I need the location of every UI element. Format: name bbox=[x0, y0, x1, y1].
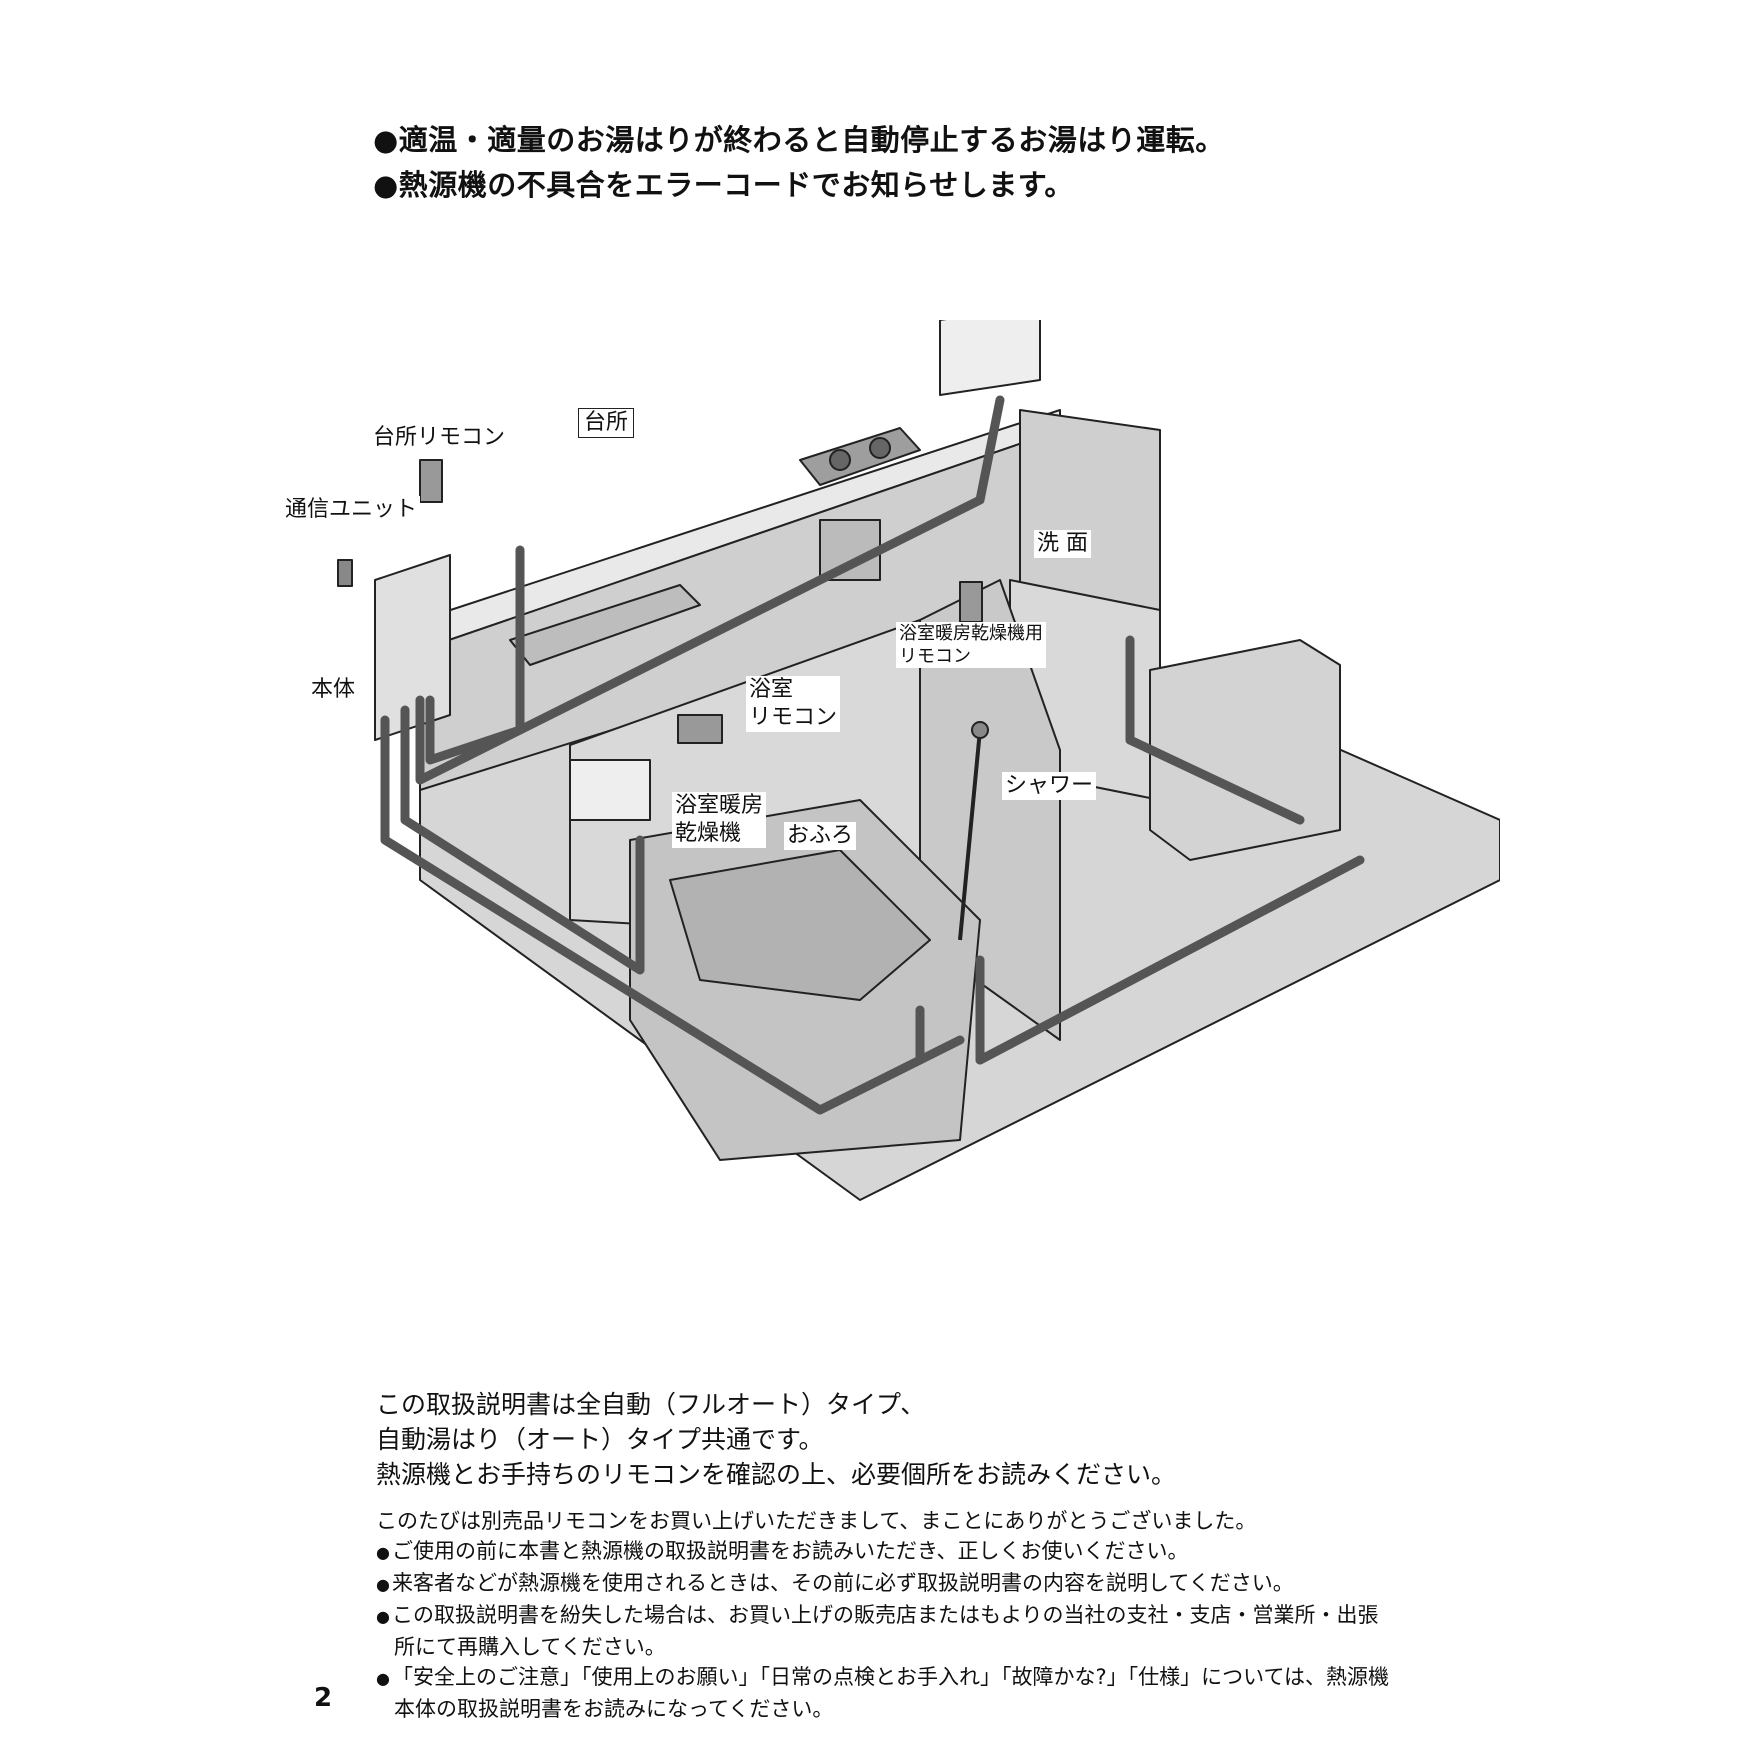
bath-remote-device bbox=[677, 714, 723, 744]
pipe bbox=[400, 705, 645, 975]
feature-item: ●適温・適量のお湯はりが終わると自動停止するお湯はり運転。 bbox=[373, 123, 1225, 157]
label-bath: おふろ bbox=[784, 822, 857, 850]
label-washroom: 洗 面 bbox=[1034, 530, 1091, 558]
label-main-unit: 本体 bbox=[308, 676, 359, 704]
label-kitchen-remote: 台所リモコン bbox=[370, 424, 509, 452]
label-dryer-remote: 浴室暖房乾燥機用 リモコン bbox=[896, 622, 1046, 668]
notice-section: この取扱説明書は全自動（フルオート）タイプ、 自動湯はり（オート）タイプ共通です… bbox=[376, 1387, 1396, 1724]
notice-lead: この取扱説明書は全自動（フルオート）タイプ、 自動湯はり（オート）タイプ共通です… bbox=[376, 1387, 1396, 1492]
shower-hose bbox=[958, 729, 982, 941]
label-communication-unit: 通信ユニット bbox=[282, 496, 421, 524]
kitchen-remote-device bbox=[419, 459, 443, 503]
pipe bbox=[425, 545, 525, 765]
label-shower: シャワー bbox=[1002, 772, 1097, 800]
water-heater-main-unit bbox=[374, 554, 451, 741]
house-cutaway-drawing bbox=[337, 320, 1500, 1201]
pipe bbox=[415, 395, 1005, 785]
washing-machine bbox=[1149, 639, 1341, 861]
label-kitchen: 台所 bbox=[578, 408, 635, 438]
feature-list: ●適温・適量のお湯はりが終わると自動停止するお湯はり運転。 ●熱源機の不具合をエ… bbox=[373, 118, 1225, 208]
communication-unit-device bbox=[337, 559, 353, 587]
notice-lead-line: 自動湯はり（オート）タイプ共通です。 bbox=[376, 1425, 824, 1454]
notice-intro: このたびは別売品リモコンをお買い上げいただきまして、まことにありがとうございまし… bbox=[376, 1509, 1257, 1533]
notice-lead-line: この取扱説明書は全自動（フルオート）タイプ、 bbox=[376, 1390, 926, 1419]
label-heater-dryer: 浴室暖房 乾燥機 bbox=[672, 792, 767, 848]
stove-burner bbox=[829, 449, 851, 471]
notice-bullet: 「安全上のご注意」「使用上のお願い」「日常の点検とお手入れ」「故障かな?」「仕様… bbox=[376, 1662, 1396, 1724]
system-illustration: 台所 台所リモコン 通信ユニット 本体 洗 面 浴室暖房乾燥機用 リモコン 浴室… bbox=[282, 320, 1500, 1370]
gas-stove bbox=[799, 427, 921, 486]
pipe bbox=[975, 855, 1365, 1065]
plumbing-pipes bbox=[380, 395, 1365, 1115]
pipe bbox=[380, 715, 965, 1115]
dryer-remote-device bbox=[959, 581, 983, 623]
label-bath-remote: 浴室 リモコン bbox=[746, 676, 841, 732]
range-hood bbox=[939, 320, 1041, 396]
stove-burner bbox=[869, 437, 891, 459]
notice-bullets: ご使用の前に本書と熱源機の取扱説明書をお読みいただき、正しくお使いください。 来… bbox=[376, 1536, 1396, 1724]
feature-item: ●熱源機の不具合をエラーコードでお知らせします。 bbox=[373, 168, 1074, 202]
notice-lead-line: 熱源機とお手持ちのリモコンを確認の上、必要個所をお読みください。 bbox=[376, 1460, 1177, 1489]
shower-head bbox=[971, 721, 989, 739]
page-number: 2 bbox=[314, 1683, 333, 1713]
notice-bullet: この取扱説明書を紛失した場合は、お買い上げの販売店またはもよりの当社の支社・支店… bbox=[376, 1600, 1396, 1662]
pipe bbox=[1125, 635, 1305, 825]
bathtub-inner bbox=[669, 849, 931, 1001]
bathroom-heater-dryer-device bbox=[569, 759, 651, 821]
notice-bullet: 来客者などが熱源機を使用されるときは、その前に必ず取扱説明書の内容を説明してくだ… bbox=[376, 1568, 1396, 1600]
notice-bullet: ご使用の前に本書と熱源機の取扱説明書をお読みいただき、正しくお使いください。 bbox=[376, 1536, 1396, 1568]
